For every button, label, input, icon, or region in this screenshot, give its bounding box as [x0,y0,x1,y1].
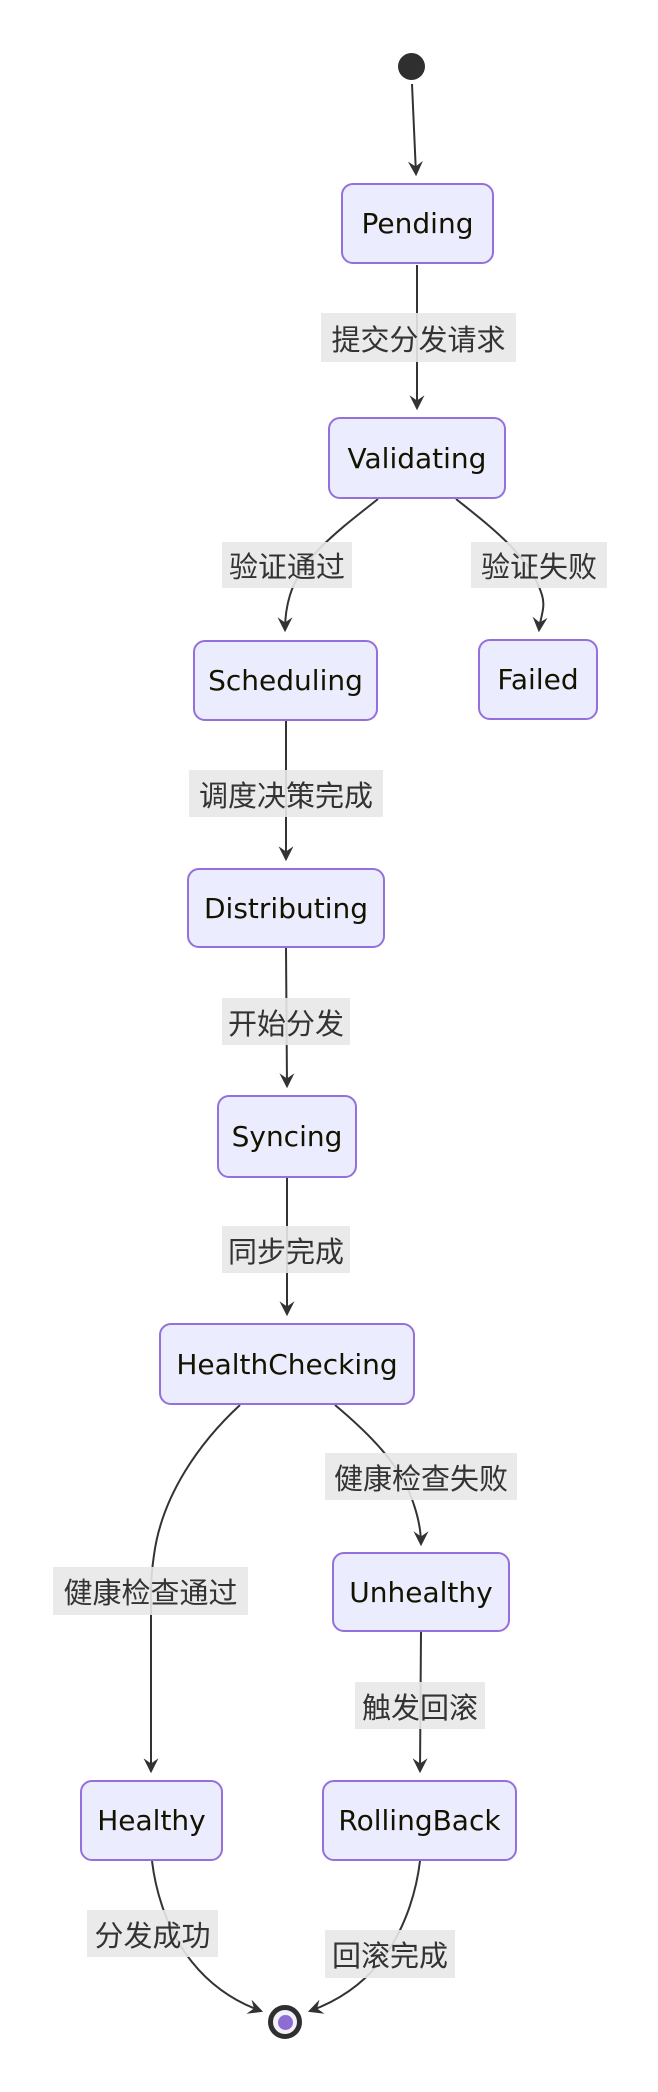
edge-label-start-distribution: 开始分发 [222,998,350,1045]
edge-label-validation-failed: 验证失败 [471,542,607,588]
state-healthchecking: HealthChecking [159,1323,415,1405]
edge-label-trigger-rollback: 触发回滚 [355,1682,485,1729]
state-syncing: Syncing [217,1095,357,1178]
edge-start-to-pending [407,83,423,177]
state-label: Distributing [204,891,368,925]
state-rollingback: RollingBack [322,1780,517,1861]
edge-label-validation-passed: 验证通过 [222,542,352,588]
state-label: Healthy [97,1804,206,1837]
state-pending: Pending [341,183,494,264]
edge-label-distribution-success: 分发成功 [87,1910,218,1957]
final-state-icon [268,2005,302,2039]
state-label: RollingBack [338,1804,501,1837]
edge-healthy-to-final [151,1860,264,2014]
state-scheduling: Scheduling [193,640,378,721]
state-healthy: Healthy [80,1780,223,1861]
state-label: Pending [361,207,474,240]
edge-label-submit-distribution-request: 提交分发请求 [321,313,516,362]
state-label: HealthChecking [176,1347,398,1381]
state-distributing: Distributing [187,868,385,948]
edge-label-healthcheck-failed: 健康检查失败 [325,1453,517,1500]
state-label: Failed [497,663,579,696]
state-label: Scheduling [208,664,363,697]
edge-label-sync-complete: 同步完成 [222,1226,350,1273]
edge-label-scheduling-decision-done: 调度决策完成 [189,770,383,817]
edge-label-rollback-complete: 回滚完成 [325,1930,455,1978]
state-failed: Failed [478,639,598,720]
state-label: Validating [347,441,487,475]
state-validating: Validating [328,417,506,499]
edge-label-healthcheck-passed: 健康检查通过 [53,1567,248,1615]
final-state-inner-dot [277,2014,293,2030]
start-state-icon [398,53,425,80]
state-label: Syncing [231,1120,343,1153]
state-label: Unhealthy [349,1575,493,1609]
state-unhealthy: Unhealthy [332,1552,510,1632]
